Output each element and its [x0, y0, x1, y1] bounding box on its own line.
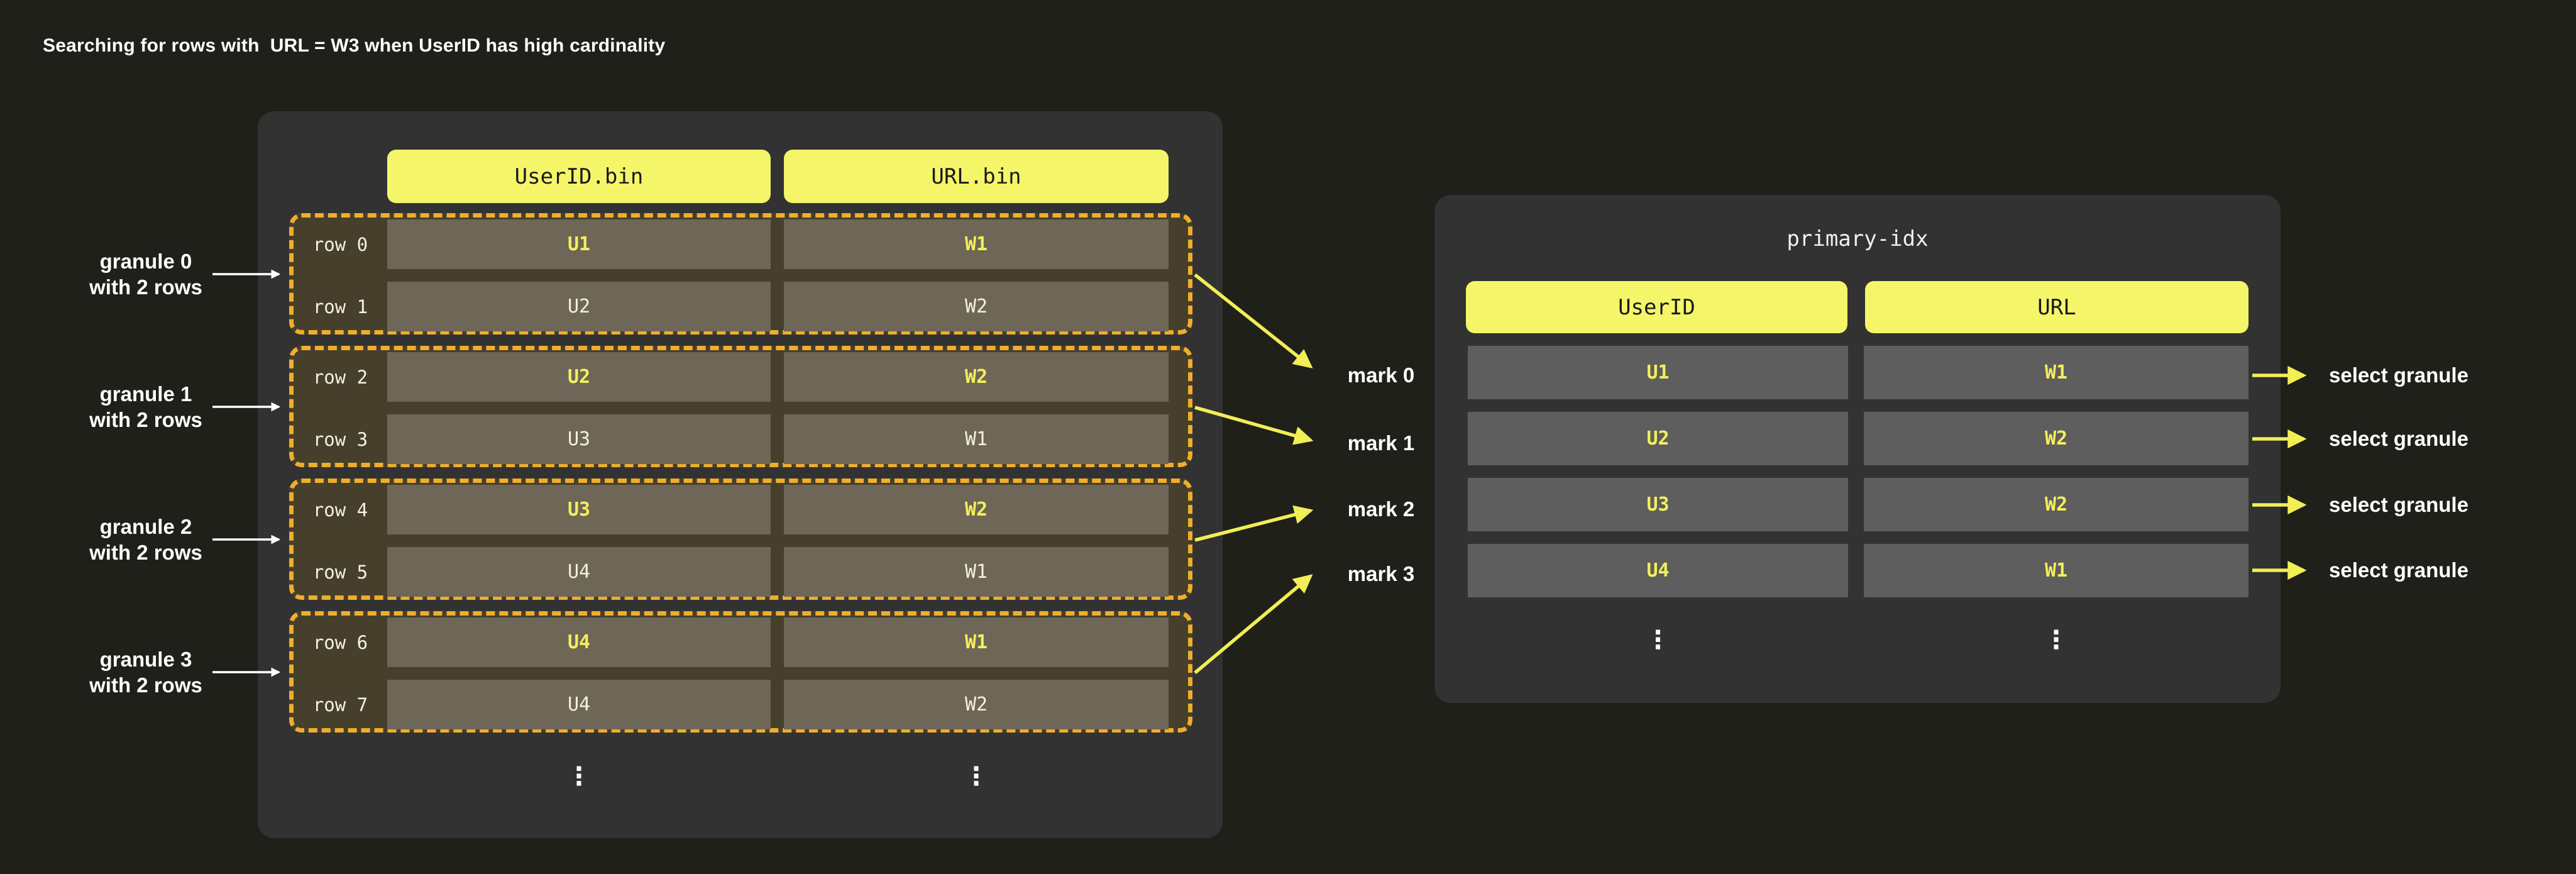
userid-cell: U4	[387, 617, 771, 667]
granule-label-line1: granule 2	[99, 515, 192, 538]
index-userid-ellipsis: ⋮	[1645, 626, 1671, 655]
index-url-ellipsis: ⋮	[2044, 626, 2069, 655]
granule-label-line1: granule 3	[99, 648, 192, 671]
index-url-cell: W2	[1864, 478, 2248, 531]
index-userid-cell: U4	[1468, 544, 1848, 597]
row-label: row 2	[312, 366, 368, 388]
url-cell: W2	[784, 282, 1169, 331]
column-header-userid: UserID	[1466, 281, 1847, 333]
index-userid-cell: U1	[1468, 346, 1848, 399]
granule-box-3: row 6 U4 W1 row 7 U4 W2	[289, 611, 1192, 733]
granule-box-2: row 4 U3 W2 row 5 U4 W1	[289, 478, 1192, 600]
mark-label-2: mark 2	[1347, 497, 1415, 521]
mark-label-0: mark 0	[1347, 363, 1415, 387]
url-cell: W1	[784, 219, 1169, 269]
url-cell: W1	[784, 617, 1169, 667]
userid-column-ellipsis: ⋮	[566, 762, 592, 791]
row-label: row 7	[312, 694, 368, 716]
granule-label-1: granule 1 with 2 rows	[48, 381, 243, 433]
url-cell: W2	[784, 352, 1169, 402]
column-header-userid-bin: UserID.bin	[387, 150, 771, 203]
userid-cell: U4	[387, 547, 771, 597]
url-cell: W2	[784, 680, 1169, 729]
userid-cell: U3	[387, 414, 771, 464]
primary-index-panel: primary-idx UserID URL U1 W1 U2 W2 U3 W2…	[1434, 195, 2281, 703]
select-granule-label-1: select granule	[2329, 427, 2469, 450]
mark-label-3: mark 3	[1347, 562, 1415, 585]
index-url-cell: W1	[1864, 346, 2248, 399]
granule-label-line1: granule 0	[99, 250, 192, 273]
mark-label-1: mark 1	[1347, 431, 1415, 455]
granule-label-line2: with 2 rows	[89, 673, 202, 697]
url-column-ellipsis: ⋮	[964, 762, 989, 791]
row-label: row 6	[312, 631, 368, 653]
userid-cell: U3	[387, 485, 771, 534]
granule-label-line2: with 2 rows	[89, 275, 202, 299]
row-label: row 3	[312, 428, 368, 450]
url-cell: W1	[784, 414, 1169, 464]
userid-cell: U2	[387, 282, 771, 331]
index-userid-cell: U2	[1468, 412, 1848, 465]
granule-box-0: row 0 U1 W1 row 1 U2 W2	[289, 213, 1192, 335]
select-granule-label-3: select granule	[2329, 558, 2469, 582]
granule-label-line1: granule 1	[99, 382, 192, 406]
granule-label-3: granule 3 with 2 rows	[48, 646, 243, 698]
index-url-cell: W1	[1864, 544, 2248, 597]
granule-label-2: granule 2 with 2 rows	[48, 514, 243, 565]
granule-box-1: row 2 U2 W2 row 3 U3 W1	[289, 346, 1192, 467]
granule-label-line2: with 2 rows	[89, 408, 202, 431]
granule-label-0: granule 0 with 2 rows	[48, 248, 243, 300]
select-granule-label-0: select granule	[2329, 363, 2469, 387]
primary-index-title: primary-idx	[1786, 226, 1929, 252]
row-label: row 0	[312, 233, 368, 255]
select-granule-label-2: select granule	[2329, 493, 2469, 516]
url-cell: W2	[784, 485, 1169, 534]
column-data-panel: UserID.bin URL.bin row 0 U1 W1 row 1 U2 …	[258, 111, 1223, 838]
granule-label-line2: with 2 rows	[89, 541, 202, 564]
index-url-cell: W2	[1864, 412, 2248, 465]
userid-cell: U2	[387, 352, 771, 402]
userid-cell: U1	[387, 219, 771, 269]
page-title: Searching for rows with URL = W3 when Us…	[43, 35, 666, 56]
url-cell: W1	[784, 547, 1169, 597]
column-header-url-bin: URL.bin	[784, 150, 1169, 203]
index-userid-cell: U3	[1468, 478, 1848, 531]
userid-cell: U4	[387, 680, 771, 729]
row-label: row 5	[312, 561, 368, 583]
row-label: row 1	[312, 296, 368, 318]
column-header-url: URL	[1865, 281, 2248, 333]
row-label: row 4	[312, 499, 368, 521]
